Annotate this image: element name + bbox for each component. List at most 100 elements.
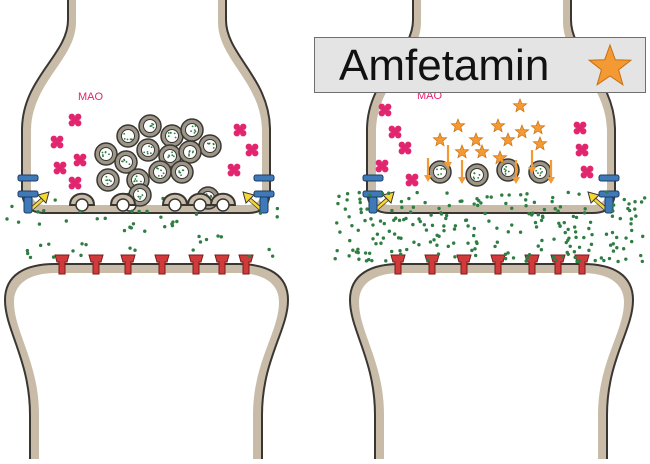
- mao-label-right: MAO: [417, 90, 443, 102]
- vesicle-neurotransmitter: [123, 137, 126, 140]
- neurotransmitter: [525, 255, 530, 260]
- vesicle-neurotransmitter: [504, 173, 507, 175]
- neurotransmitter: [422, 223, 427, 227]
- release-pore: [168, 198, 182, 212]
- amphetamine-star: [454, 144, 470, 159]
- vesicle-neurotransmitter: [169, 132, 172, 134]
- postsynaptic-receptor: [490, 254, 506, 275]
- neurotransmitter: [439, 212, 444, 216]
- amphetamine-arrowhead: [444, 162, 452, 169]
- neurotransmitter: [175, 219, 179, 224]
- neurotransmitter: [610, 230, 615, 235]
- neurotransmitter: [128, 225, 132, 229]
- vesicle-neurotransmitter: [188, 150, 191, 152]
- neurotransmitter: [473, 253, 478, 258]
- neurotransmitter: [510, 206, 514, 210]
- neurotransmitter: [557, 221, 561, 226]
- neurotransmitter: [25, 251, 30, 256]
- neurotransmitter: [399, 199, 404, 204]
- neurotransmitter: [473, 247, 477, 251]
- vesicle-neurotransmitter: [178, 170, 181, 173]
- release-pore: [216, 198, 230, 212]
- vesicle-neurotransmitter: [172, 155, 175, 158]
- neurotransmitter: [605, 190, 609, 194]
- neurotransmitter: [572, 249, 577, 254]
- neurotransmitter: [389, 249, 394, 254]
- neurotransmitter: [95, 217, 99, 221]
- neurotransmitter: [587, 226, 591, 231]
- amphetamine-arrowhead: [512, 177, 520, 184]
- neurotransmitter: [611, 203, 616, 207]
- neurotransmitter: [357, 257, 361, 261]
- neurotransmitter: [639, 253, 643, 258]
- neurotransmitter: [131, 222, 136, 226]
- vesicle-neurotransmitter: [134, 178, 137, 180]
- postsynaptic-receptor: [390, 254, 406, 275]
- vesicle-neurotransmitter: [123, 158, 125, 161]
- neurotransmitter: [503, 252, 508, 257]
- mao-enzyme-core: [378, 162, 386, 170]
- mao-enzyme-core: [56, 164, 64, 172]
- neurotransmitter: [347, 254, 351, 258]
- neurotransmitter: [493, 244, 497, 249]
- neurotransmitter: [404, 216, 408, 221]
- neurotransmitter: [451, 241, 456, 245]
- neurotransmitter: [463, 218, 468, 223]
- neurotransmitter: [604, 232, 609, 236]
- neurotransmitter: [582, 235, 586, 240]
- neurotransmitter: [527, 212, 531, 216]
- neurotransmitter: [275, 206, 280, 211]
- neurotransmitter: [524, 259, 528, 263]
- neurotransmitter: [566, 238, 570, 242]
- neurotransmitter: [64, 219, 69, 223]
- neurotransmitter: [398, 248, 402, 253]
- vesicle-neurotransmitter: [212, 142, 215, 145]
- neurotransmitter: [247, 254, 252, 258]
- vesicle-neurotransmitter: [157, 174, 160, 177]
- vesicle-neurotransmitter: [539, 172, 542, 174]
- neurotransmitter: [343, 207, 348, 211]
- neurotransmitter: [354, 250, 358, 254]
- neurotransmitter: [563, 230, 567, 235]
- neurotransmitter: [577, 245, 582, 249]
- amphetamine-arrowhead: [528, 167, 536, 174]
- neurotransmitter: [472, 226, 476, 231]
- neurotransmitter: [568, 244, 572, 248]
- neurotransmitter: [428, 240, 433, 244]
- neurotransmitter: [519, 193, 523, 197]
- vesicle-neurotransmitter: [167, 135, 170, 138]
- neurotransmitter: [415, 190, 419, 195]
- mao-enzyme-core: [381, 106, 389, 114]
- neurotransmitter: [626, 206, 630, 211]
- neurotransmitter: [78, 209, 82, 214]
- vesicle-neurotransmitter: [188, 153, 190, 156]
- neurotransmitter: [506, 251, 510, 255]
- postsynaptic-receptor: [524, 254, 540, 275]
- mao-enzyme-core: [236, 126, 244, 134]
- vesicle-neurotransmitter: [160, 174, 163, 177]
- neurotransmitter: [358, 197, 362, 201]
- vesicle-neurotransmitter: [105, 175, 108, 178]
- vesicle-neurotransmitter: [207, 142, 210, 145]
- neurotransmitter: [453, 255, 457, 259]
- postsynaptic-receptor: [238, 254, 254, 275]
- neurotransmitter: [599, 256, 604, 260]
- vesicle-neurotransmitter: [193, 129, 196, 132]
- neurotransmitter: [5, 217, 9, 221]
- mao-label-left: MAO: [78, 91, 104, 103]
- neurotransmitter: [539, 218, 544, 223]
- neurotransmitter: [533, 220, 538, 225]
- neurotransmitter: [577, 192, 581, 196]
- vesicle-neurotransmitter: [129, 138, 132, 141]
- neurotransmitter: [350, 223, 354, 228]
- vesicle-neurotransmitter: [108, 179, 111, 182]
- neurotransmitter: [507, 193, 511, 197]
- neurotransmitter: [381, 236, 386, 240]
- neurotransmitter: [489, 195, 493, 199]
- neurotransmitter: [556, 209, 560, 213]
- neurotransmitter: [351, 248, 355, 252]
- neurotransmitter: [392, 232, 397, 236]
- mao-enzyme-core: [401, 144, 409, 152]
- vesicle-neurotransmitter: [150, 146, 153, 149]
